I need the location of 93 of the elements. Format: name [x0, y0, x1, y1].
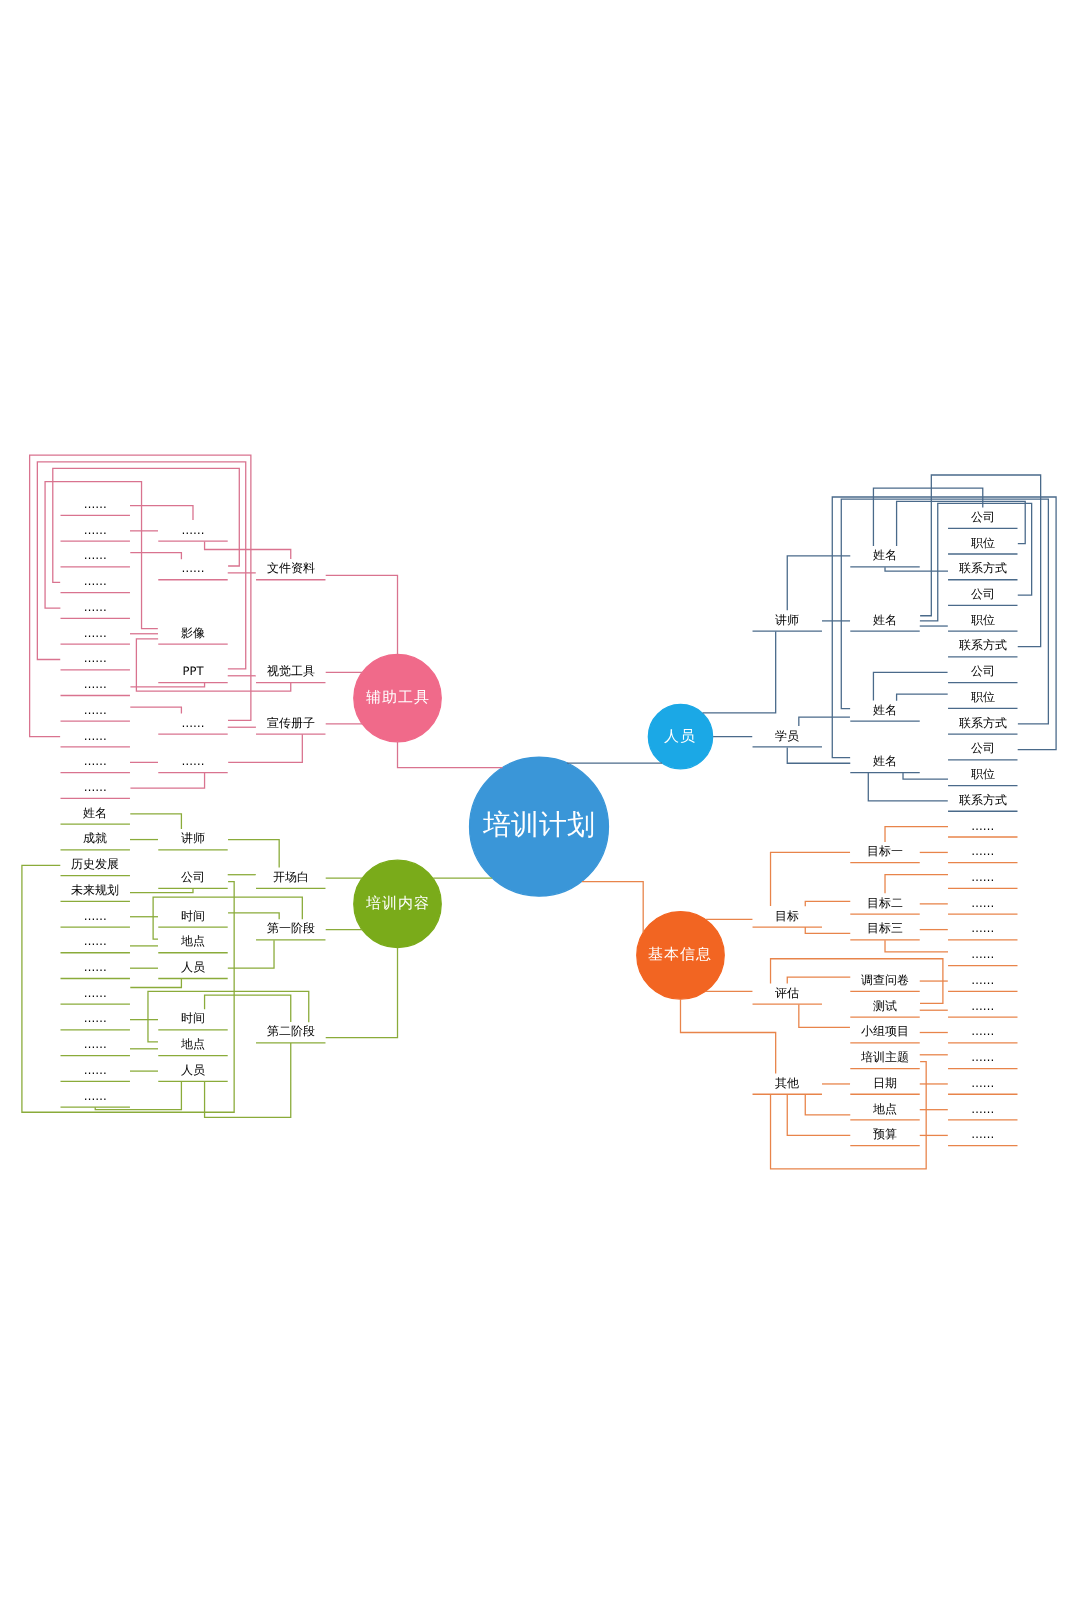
connector — [798, 1003, 851, 1028]
connector — [129, 813, 183, 830]
connector — [129, 633, 159, 635]
connector — [325, 877, 363, 879]
connector — [919, 625, 949, 627]
connector — [919, 928, 949, 931]
connector — [227, 733, 303, 764]
connector — [227, 939, 275, 969]
connector — [884, 826, 949, 843]
connector — [203, 994, 292, 1023]
connector — [129, 1019, 159, 1021]
connector — [769, 1061, 927, 1170]
connector — [152, 896, 303, 940]
connector — [786, 555, 851, 611]
connector — [705, 990, 754, 992]
connector — [129, 916, 159, 918]
connector — [227, 726, 257, 728]
connector — [325, 928, 363, 931]
connector — [129, 504, 194, 521]
connector — [919, 502, 1033, 622]
connector — [325, 671, 363, 673]
connector — [129, 888, 194, 894]
connector — [129, 530, 159, 532]
connector — [919, 1031, 949, 1034]
connector — [701, 630, 777, 714]
connector — [203, 1042, 292, 1119]
connector — [129, 1070, 159, 1072]
connector — [129, 761, 159, 764]
connector — [902, 772, 949, 780]
connector — [872, 487, 984, 547]
connector — [804, 900, 851, 907]
connector — [129, 682, 206, 688]
connector — [821, 620, 851, 622]
connector — [21, 864, 235, 1113]
connector — [895, 693, 949, 702]
connector — [36, 461, 247, 670]
connector — [884, 566, 949, 572]
connector — [129, 967, 159, 969]
connector — [129, 552, 183, 560]
connector — [227, 912, 280, 920]
connector — [129, 772, 206, 789]
connector — [44, 480, 159, 630]
connector — [919, 474, 1042, 648]
node-circle: 培训计划 — [468, 756, 610, 897]
connector — [129, 706, 183, 715]
connector — [581, 880, 644, 934]
connector — [895, 500, 1026, 547]
connector — [129, 838, 159, 841]
connector — [919, 1134, 949, 1137]
connector — [884, 939, 949, 953]
connector — [821, 1083, 851, 1085]
connector — [135, 638, 292, 692]
connector — [919, 1109, 949, 1111]
connector — [872, 671, 949, 702]
connector — [919, 903, 949, 905]
connector — [769, 958, 944, 1004]
connector — [919, 1009, 949, 1011]
connector — [227, 675, 257, 677]
connector — [203, 540, 292, 560]
connector — [227, 874, 257, 876]
connector — [919, 851, 949, 854]
connector — [712, 736, 753, 738]
connector — [432, 877, 493, 879]
connector — [94, 1081, 183, 1111]
connector — [227, 838, 280, 869]
connector — [396, 741, 504, 769]
connector — [831, 496, 1057, 759]
connector — [884, 874, 949, 894]
connector — [919, 980, 949, 982]
connector — [786, 1093, 851, 1137]
connector — [804, 1093, 851, 1116]
connector — [129, 1048, 159, 1050]
connector — [786, 976, 851, 985]
connector — [769, 851, 851, 907]
connector — [919, 1054, 949, 1056]
connector — [867, 772, 949, 802]
connector — [919, 1083, 949, 1085]
connector — [325, 574, 399, 655]
connector — [566, 762, 663, 764]
connector — [52, 467, 240, 583]
connector — [29, 454, 252, 738]
connector — [325, 947, 399, 1039]
connector — [129, 945, 159, 947]
connector — [129, 978, 183, 989]
connector — [840, 498, 1049, 725]
connector — [705, 918, 754, 920]
connector — [786, 746, 851, 764]
connector — [798, 716, 851, 727]
connector — [147, 990, 310, 1043]
connector — [804, 926, 851, 935]
connector — [679, 998, 777, 1075]
connector — [325, 723, 363, 725]
connector — [227, 572, 257, 574]
